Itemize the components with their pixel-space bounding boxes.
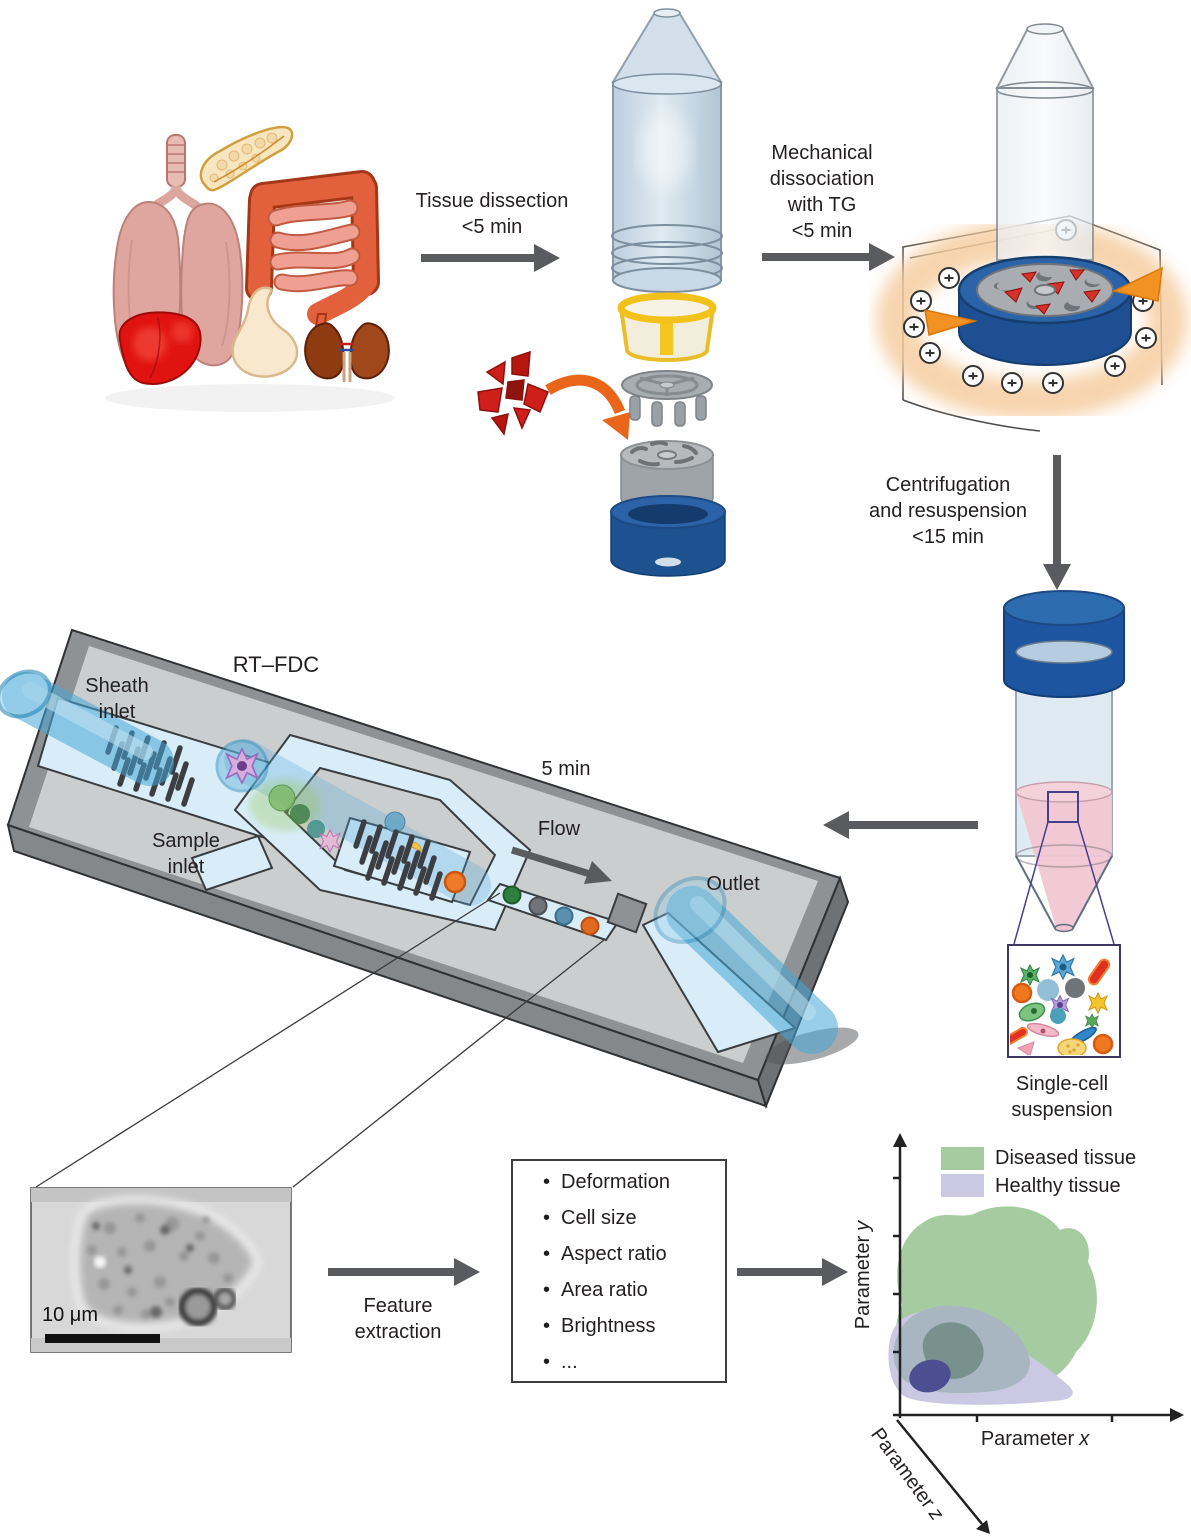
x-axis-arrowhead bbox=[1170, 1408, 1184, 1422]
arrow-to-chip bbox=[823, 811, 978, 839]
flow-arrow bbox=[510, 846, 612, 884]
tube-cap bbox=[610, 495, 726, 577]
dissociator-instrument bbox=[876, 23, 1188, 432]
zoom-wedge-lines bbox=[35, 892, 605, 1188]
kidneys bbox=[304, 322, 390, 382]
y-axis-label: Parametery bbox=[852, 1220, 874, 1330]
sheath-tube bbox=[0, 669, 174, 786]
feature-item-label: ... bbox=[561, 1351, 578, 1373]
tissue-dissection-label: Tissue dissection <5 min bbox=[415, 190, 569, 238]
rt-fdc-chip bbox=[0, 628, 859, 1109]
tissue-pieces bbox=[477, 350, 549, 436]
chip-title: RT–FDC bbox=[232, 652, 320, 677]
channel-loop bbox=[233, 733, 532, 932]
zoom-rectangle bbox=[1047, 791, 1079, 823]
centrifugation-label: Centrifugation and resuspension <15 min bbox=[869, 474, 1027, 548]
feature-item: • ... bbox=[543, 1351, 725, 1387]
liver bbox=[118, 311, 202, 385]
orange-arrow bbox=[545, 374, 626, 415]
feature-item: • Aspect ratio bbox=[543, 1243, 725, 1279]
cell-image bbox=[30, 1187, 292, 1353]
rotation-arrow-left bbox=[924, 309, 978, 336]
bullet-marker: • bbox=[543, 1243, 551, 1265]
feature-item: • Cell size bbox=[543, 1207, 725, 1243]
stomach bbox=[231, 286, 299, 378]
y-axis-arrowhead bbox=[893, 1133, 907, 1147]
organs-illustration bbox=[105, 125, 395, 412]
arrow-tissue-dissection bbox=[421, 244, 560, 272]
rotation-arrow-right bbox=[1111, 266, 1163, 302]
scale-bar-label: 10 μm bbox=[42, 1304, 98, 1326]
bullet-marker: • bbox=[543, 1315, 551, 1337]
arrow-feature-extraction bbox=[328, 1258, 480, 1286]
chip-runtime-label: 5 min bbox=[541, 758, 591, 780]
z-axis-arrowhead bbox=[976, 1520, 990, 1534]
bullet-marker: • bbox=[543, 1171, 551, 1193]
feature-item: • Brightness bbox=[543, 1315, 725, 1351]
outlet-tube bbox=[653, 876, 859, 1065]
bullet-marker: • bbox=[543, 1279, 551, 1301]
flow-label: Flow bbox=[537, 818, 581, 840]
falcon-cap bbox=[1003, 590, 1125, 698]
feature-item-label: Deformation bbox=[561, 1171, 670, 1193]
rotor-piece bbox=[621, 370, 713, 427]
single-cell-box bbox=[1007, 944, 1121, 1058]
parameter-plot bbox=[888, 1133, 1184, 1534]
feature-item-label: Area ratio bbox=[561, 1279, 648, 1301]
rotor-bowl bbox=[957, 255, 1133, 366]
legend-label-healthy: Healthy tissue bbox=[995, 1175, 1121, 1197]
arrow-mechanical-dissociation bbox=[762, 243, 895, 271]
feature-item: • Deformation bbox=[543, 1171, 725, 1207]
outlet-label: Outlet bbox=[706, 873, 760, 895]
bullet-marker: • bbox=[543, 1351, 551, 1373]
strainer-ring bbox=[617, 292, 717, 362]
sample-channel bbox=[190, 834, 274, 892]
legend-swatch-diseased bbox=[941, 1147, 984, 1170]
core-blob bbox=[909, 1359, 951, 1393]
measured-cells bbox=[502, 885, 600, 936]
arrow-centrifugation bbox=[1043, 455, 1071, 590]
pancreas bbox=[199, 125, 294, 192]
bullet-marker: • bbox=[543, 1207, 551, 1229]
instrument-tube bbox=[995, 23, 1095, 261]
sample-inlet-label: Sample inlet bbox=[152, 830, 220, 878]
mechanical-dissociation-label: Mechanical dissociation with TG <5 min bbox=[769, 142, 875, 242]
falcon-tube bbox=[1003, 590, 1125, 945]
scale-bar bbox=[45, 1334, 160, 1343]
features-box: • Deformation • Cell size • Aspect ratio… bbox=[511, 1159, 727, 1383]
suspension-label: Single-cell suspension bbox=[1011, 1073, 1113, 1121]
legend-label-diseased: Diseased tissue bbox=[995, 1147, 1137, 1169]
sheath-inlet-label: Sheath inlet bbox=[85, 675, 149, 723]
feature-item-label: Aspect ratio bbox=[561, 1243, 667, 1265]
arrow-to-plot bbox=[737, 1258, 848, 1286]
suspension-cells bbox=[1010, 954, 1114, 1055]
legend-swatch-healthy bbox=[941, 1174, 984, 1197]
feature-item: • Area ratio bbox=[543, 1279, 725, 1315]
trachea bbox=[166, 134, 186, 188]
feature-item-label: Brightness bbox=[561, 1315, 656, 1337]
feature-extraction-label: Feature extraction bbox=[354, 1295, 442, 1343]
dissociation-tube-exploded bbox=[477, 8, 726, 577]
intestines bbox=[245, 170, 380, 353]
feature-item-label: Cell size bbox=[561, 1207, 637, 1229]
